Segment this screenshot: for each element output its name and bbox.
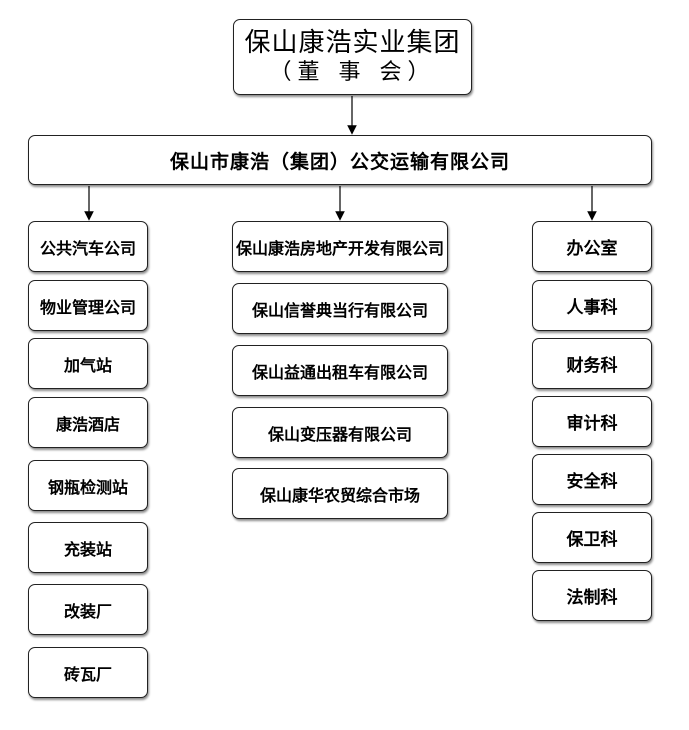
middle-node: 保山康浩房地产开发有限公司 <box>232 221 448 272</box>
right-node: 法制科 <box>532 570 652 621</box>
left-node: 充装站 <box>28 522 148 573</box>
left-node: 公共汽车公司 <box>28 221 148 272</box>
middle-node: 保山益通出租车有限公司 <box>232 345 448 396</box>
middle-node: 保山变压器有限公司 <box>232 407 448 458</box>
right-node: 办公室 <box>532 221 652 272</box>
top-node-name: 保山康浩实业集团 <box>244 28 461 58</box>
right-node: 审计科 <box>532 396 652 447</box>
top-node-sub: （董 事 会） <box>269 60 436 85</box>
right-node: 财务科 <box>532 338 652 389</box>
top-node-board: 保山康浩实业集团 （董 事 会） <box>233 19 472 95</box>
left-node: 加气站 <box>28 338 148 389</box>
left-node: 砖瓦厂 <box>28 647 148 698</box>
left-node: 物业管理公司 <box>28 280 148 331</box>
left-node: 改装厂 <box>28 584 148 635</box>
middle-node: 保山康华农贸综合市场 <box>232 468 448 519</box>
main-node-company: 保山市康浩（集团）公交运输有限公司 <box>28 135 652 185</box>
right-node: 安全科 <box>532 454 652 505</box>
left-node: 钢瓶检测站 <box>28 460 148 511</box>
right-node: 保卫科 <box>532 512 652 563</box>
middle-node: 保山信誉典当行有限公司 <box>232 283 448 334</box>
right-node: 人事科 <box>532 280 652 331</box>
left-node: 康浩酒店 <box>28 397 148 448</box>
